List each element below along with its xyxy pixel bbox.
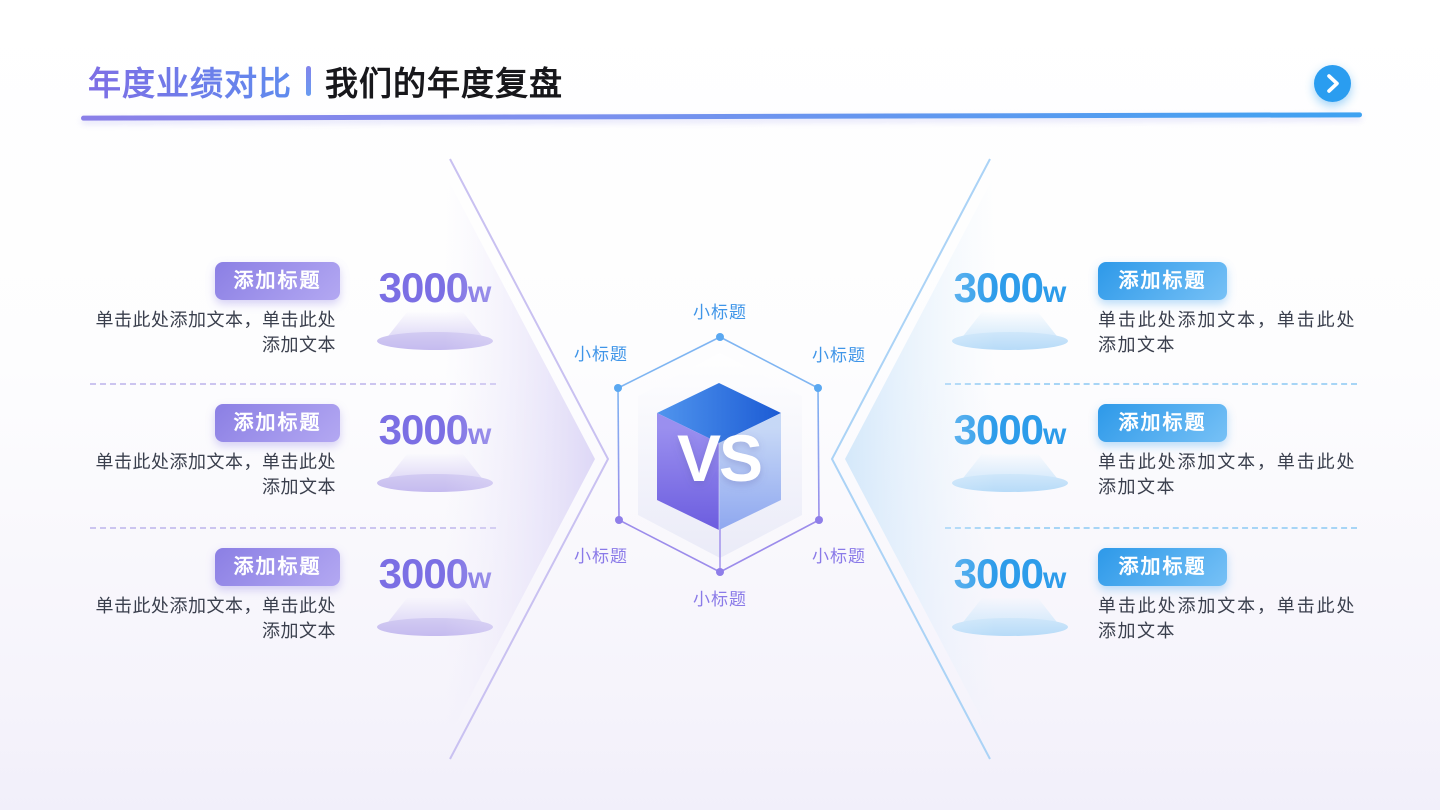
sub-label-upper-right[interactable]: 小标题 <box>812 346 866 365</box>
placeholder-text[interactable]: 单击此处添加文本，单击此处添加文本 <box>1098 452 1356 497</box>
dashed-divider <box>945 383 1357 385</box>
chevron-right-icon <box>1327 74 1339 93</box>
page-title-highlight: 年度业绩对比 <box>88 57 292 105</box>
add-title-badge[interactable]: 添加标题 <box>1098 548 1227 586</box>
dashed-divider <box>90 383 496 385</box>
vs-label: VS <box>677 421 761 495</box>
left-arrow-shape <box>445 174 595 744</box>
hexagon-edge <box>617 387 620 521</box>
metric-unit: w <box>1043 276 1067 309</box>
sub-label-upper-left[interactable]: 小标题 <box>574 345 628 364</box>
add-title-badge[interactable]: 添加标题 <box>1098 262 1227 300</box>
placeholder-text[interactable]: 单击此处添加文本，单击此处添加文本 <box>95 452 336 497</box>
page-title-main: 我们的年度复盘 <box>325 65 563 102</box>
sub-label-lower-right[interactable]: 小标题 <box>812 547 866 566</box>
hexagon-edge <box>719 519 820 573</box>
hexagon-edge <box>618 519 721 573</box>
cube-left-face <box>657 413 719 530</box>
vertex-dot <box>614 384 622 392</box>
placeholder-text[interactable]: 单击此处添加文本，单击此处添加文本 <box>1098 596 1356 641</box>
comparison-item-right-1: 3000w 添加标题 单击此处添加文本，单击此处添加文本 <box>945 262 1360 374</box>
sub-label-bottom[interactable]: 小标题 <box>693 590 747 609</box>
add-title-badge[interactable]: 添加标题 <box>215 262 340 300</box>
placeholder-text[interactable]: 单击此处添加文本，单击此处添加文本 <box>95 596 336 641</box>
placeholder-text[interactable]: 单击此处添加文本，单击此处添加文本 <box>1098 310 1356 355</box>
vertex-dot <box>716 568 724 576</box>
title-separator <box>306 66 311 96</box>
left-arrow-outline <box>449 158 610 760</box>
vs-diagram: VS 小标题 小标题 小标题 小标题 小标题 小标题 <box>445 158 995 760</box>
placeholder-text[interactable]: 单击此处添加文本，单击此处添加文本 <box>95 310 336 355</box>
metric-unit: w <box>1043 418 1067 451</box>
sub-label-lower-left[interactable]: 小标题 <box>574 547 628 566</box>
right-arrow-shape <box>845 174 995 744</box>
metric-unit: w <box>1043 562 1067 595</box>
next-button[interactable] <box>1314 65 1351 102</box>
vertex-dot <box>815 516 823 524</box>
sub-label-top[interactable]: 小标题 <box>693 303 747 322</box>
vertex-dot <box>615 516 623 524</box>
dashed-divider <box>90 527 496 529</box>
cube-right-face <box>719 413 781 530</box>
dashed-divider <box>945 527 1357 529</box>
right-arrow-outline <box>830 158 991 760</box>
vertex-dot <box>814 384 822 392</box>
vertex-dot <box>716 333 724 341</box>
add-title-badge[interactable]: 添加标题 <box>1098 404 1227 442</box>
add-title-badge[interactable]: 添加标题 <box>215 404 340 442</box>
page-title: 年度业绩对比 我们的年度复盘 <box>88 60 563 102</box>
hexagon-edge <box>617 336 721 389</box>
hexagon-edge <box>817 387 820 521</box>
hexagon-edge <box>719 336 819 389</box>
add-title-badge[interactable]: 添加标题 <box>215 548 340 586</box>
header-underline <box>80 112 1363 121</box>
